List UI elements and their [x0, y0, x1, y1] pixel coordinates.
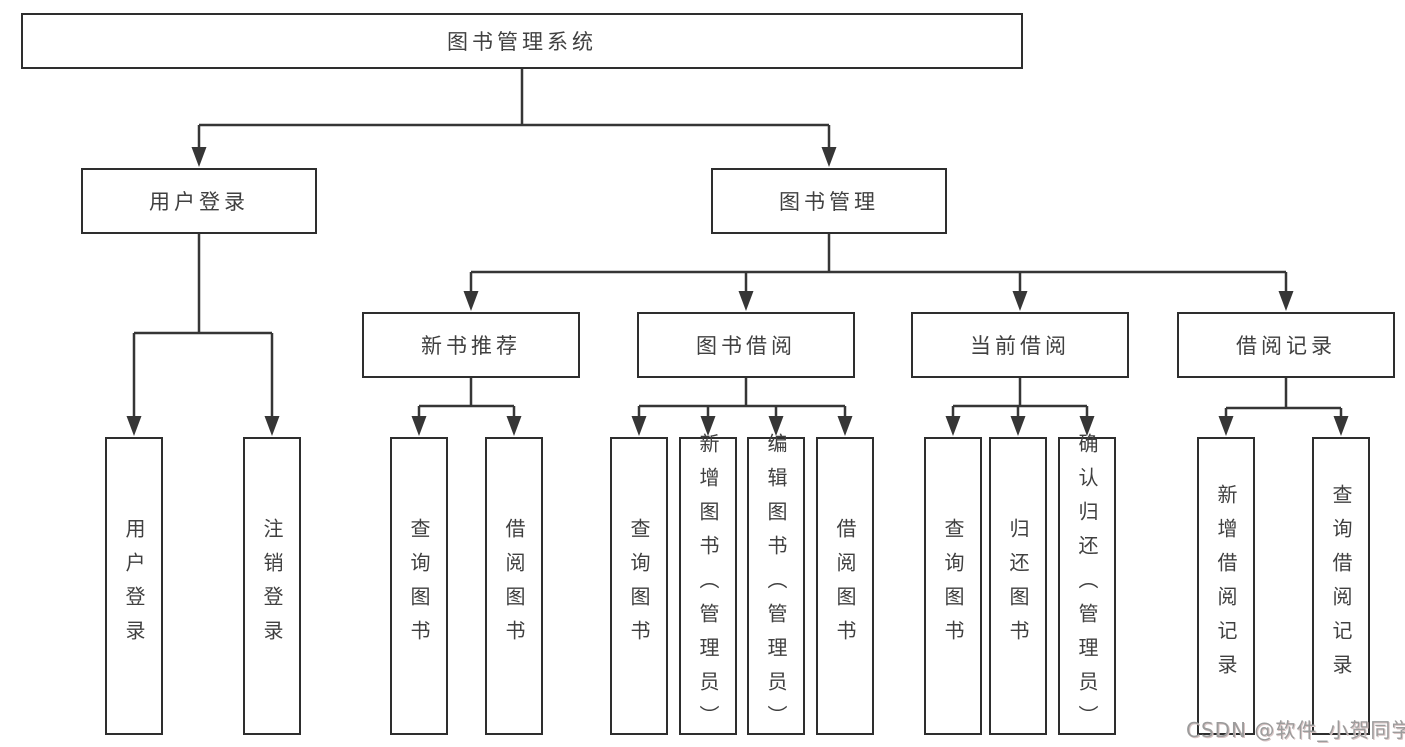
- node-label: 用户登录: [122, 518, 146, 654]
- node-label: 查询借阅记录: [1329, 484, 1353, 688]
- node-label: 注销登录: [260, 518, 284, 654]
- node-label: 编辑图书（管理员）: [764, 433, 788, 739]
- leaf-logout: 注销登录: [243, 437, 301, 735]
- leaf-confirm-return-admin: 确认归还（管理员）: [1058, 433, 1116, 739]
- node-label: 借阅图书: [833, 518, 857, 654]
- node-label: 查询图书: [627, 518, 651, 654]
- node-label: 借阅图书: [502, 518, 526, 654]
- leaf-query-books-recommend: 查询图书: [390, 437, 448, 735]
- node-library-system: 图书管理系统: [21, 13, 1023, 69]
- node-book-borrowing: 图书借阅: [637, 312, 855, 378]
- leaf-borrow-books-borrowing: 借阅图书: [816, 437, 874, 735]
- leaf-borrow-books-recommend: 借阅图书: [485, 437, 543, 735]
- leaf-user-login: 用户登录: [105, 437, 163, 735]
- node-borrowing-records: 借阅记录: [1177, 312, 1395, 378]
- node-label: 归还图书: [1006, 518, 1030, 654]
- node-label: 新书推荐: [421, 334, 521, 358]
- node-label: 新增借阅记录: [1214, 484, 1238, 688]
- node-current-borrowing: 当前借阅: [911, 312, 1129, 378]
- arrowheads: [126, 147, 1349, 436]
- leaf-query-books-current: 查询图书: [924, 437, 982, 735]
- leaf-add-borrow-record: 新增借阅记录: [1197, 437, 1255, 735]
- leaf-return-books: 归还图书: [989, 437, 1047, 735]
- csdn-watermark: CSDN @软件_小贺同学: [1186, 718, 1405, 742]
- node-label: 图书管理: [779, 190, 879, 214]
- leaf-edit-book-admin: 编辑图书（管理员）: [747, 433, 805, 739]
- node-label: 确认归还（管理员）: [1075, 433, 1099, 739]
- node-label: 图书借阅: [696, 334, 796, 358]
- leaf-query-books-borrowing: 查询图书: [610, 437, 668, 735]
- node-label: 查询图书: [407, 518, 431, 654]
- node-user-login: 用户登录: [81, 168, 317, 234]
- leaf-add-book-admin: 新增图书（管理员）: [679, 433, 737, 739]
- node-label: 用户登录: [149, 190, 249, 214]
- node-label: 图书管理系统: [447, 30, 597, 54]
- leaf-query-borrow-record: 查询借阅记录: [1312, 437, 1370, 735]
- node-label: 新增图书（管理员）: [696, 433, 720, 739]
- node-new-book-recommend: 新书推荐: [362, 312, 580, 378]
- node-label: 当前借阅: [970, 334, 1070, 358]
- node-label: 借阅记录: [1236, 334, 1336, 358]
- node-book-management: 图书管理: [711, 168, 947, 234]
- node-label: 查询图书: [941, 518, 965, 654]
